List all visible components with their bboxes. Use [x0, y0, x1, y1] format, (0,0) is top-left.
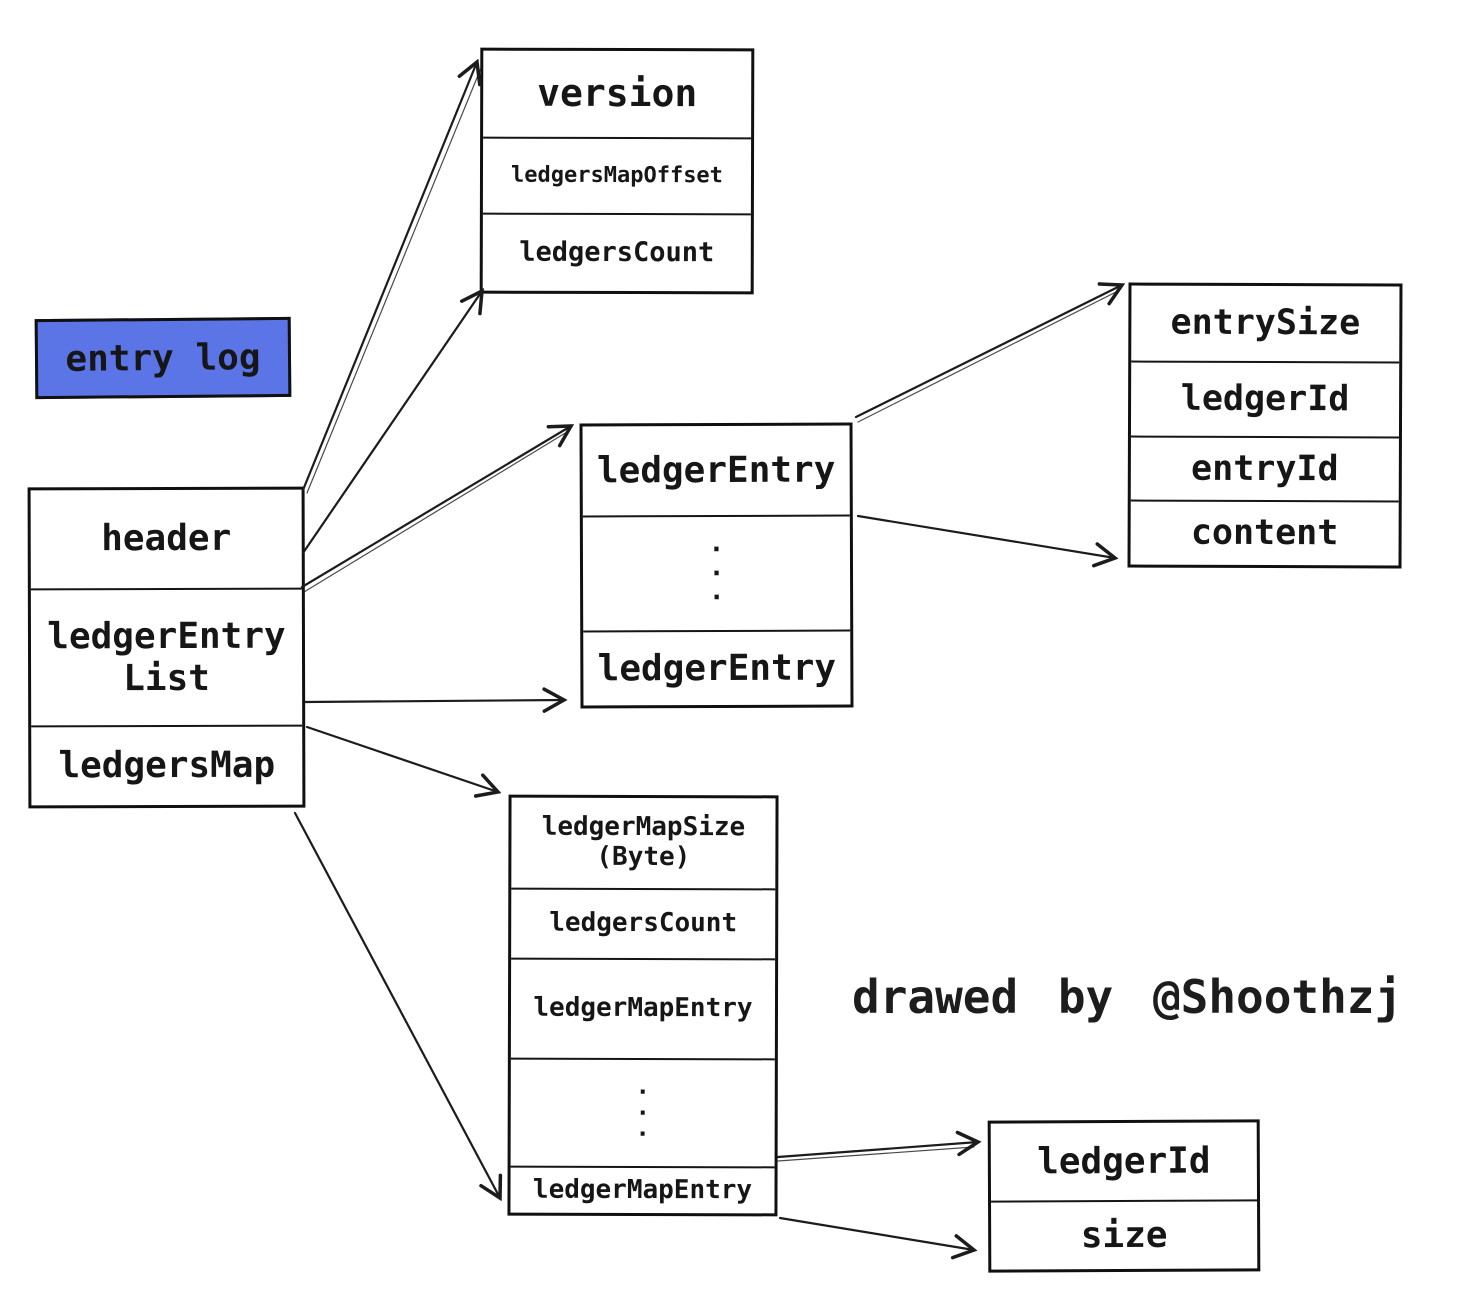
header-struct-box: version ledgersMapOffset ledgersCount	[479, 47, 755, 295]
dot: ·	[708, 534, 725, 565]
row-ledgerentry-list: ledgerEntry List	[30, 587, 303, 726]
row-ledgerscount: ledgersCount	[482, 212, 751, 292]
arrow-header-to-version-top	[301, 62, 477, 492]
ledgers-map-struct-box: ledgerMapSize (Byte) ledgersCount ledger…	[507, 794, 779, 1217]
dot: ·	[635, 1077, 651, 1107]
ledger-entry-struct-box: entrySize ledgerId entryId content	[1127, 282, 1403, 569]
dot: ·	[708, 582, 725, 613]
arrow-map-to-mapbox-bottom	[293, 811, 500, 1198]
arrow-list-to-ledgerentry-top-ghost	[303, 431, 568, 593]
credit-text: drawed by @Shoothzj	[852, 970, 1403, 1024]
row-ledgerentry-first: ledgerEntry	[596, 449, 836, 492]
row-ledgersmap: ledgersMap	[31, 724, 303, 806]
dot: ·	[708, 558, 725, 589]
row-entryid: entryId	[1130, 435, 1399, 501]
vertical-ellipsis: · · ·	[582, 514, 851, 631]
row-mapentry-size: size	[991, 1199, 1258, 1270]
arrow-mapentry-to-ledgerid	[776, 1142, 978, 1159]
arrow-header-to-version-top-ghost	[306, 67, 482, 494]
row-entrysize: entrySize	[1170, 303, 1361, 344]
row-ledgerentry-last: ledgerEntry	[583, 629, 851, 706]
arrow-list-to-ledgerentry-bottom	[303, 700, 564, 702]
arrow-ledgerentry-to-struct-top	[854, 285, 1122, 419]
entry-log-label: entry log	[34, 316, 292, 400]
ledger-entry-list-box: ledgerEntry · · · ledgerEntry	[579, 422, 854, 709]
row-header: header	[101, 518, 232, 560]
row-ledgersmapoffset: ledgersMapOffset	[482, 136, 752, 214]
ledger-map-entry-struct-box: ledgerId size	[987, 1119, 1261, 1273]
entry-log-struct-box: header ledgerEntry List ledgersMap	[27, 486, 306, 809]
arrow-ledgerentry-to-struct-top-ghost	[857, 290, 1119, 423]
row-ledgermapsize: ledgerMapSize (Byte)	[541, 811, 746, 873]
dot: ·	[635, 1098, 650, 1128]
row-content: content	[1130, 499, 1399, 566]
row-ledgermapentry-last: ledgerMapEntry	[510, 1165, 775, 1214]
row-ledgerid: ledgerId	[1130, 360, 1400, 437]
row-version: version	[537, 70, 698, 116]
vertical-ellipsis: · · ·	[510, 1057, 775, 1167]
arrow-mapentry-to-size	[778, 1216, 974, 1250]
row-map-ledgerscount: ledgersCount	[511, 887, 776, 959]
arrow-list-to-ledgerentry-top	[300, 426, 571, 589]
arrow-mapentry-to-ledgerid-ghost	[777, 1146, 975, 1162]
arrow-header-to-version-bottom	[301, 291, 482, 555]
dot: ·	[635, 1119, 650, 1149]
row-ledgermapentry-first: ledgerMapEntry	[510, 957, 776, 1059]
arrow-map-to-mapbox-top	[305, 725, 498, 792]
arrow-ledgerentry-to-struct-bottom	[856, 514, 1115, 558]
row-mapentry-ledgerid: ledgerId	[1037, 1140, 1211, 1183]
